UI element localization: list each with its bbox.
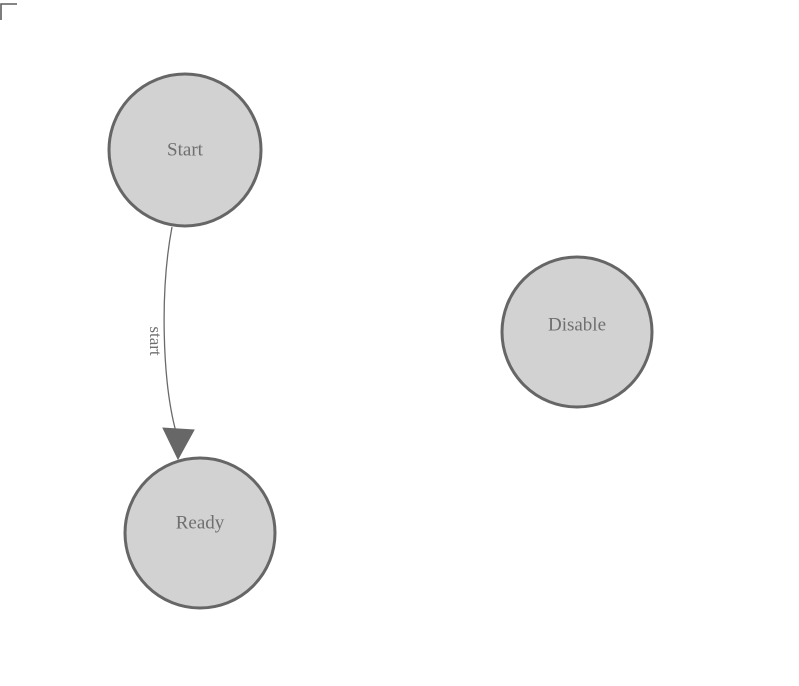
node-start[interactable]: Start xyxy=(107,72,263,228)
edge-line xyxy=(163,226,177,433)
arrowhead-icon xyxy=(162,427,195,461)
node-start-label: Start xyxy=(167,139,204,160)
node-disable-circle xyxy=(500,255,654,409)
crop-mark-icon xyxy=(0,3,17,20)
node-disable[interactable]: Disable xyxy=(500,255,654,409)
node-disable-label: Disable xyxy=(548,314,606,335)
edge-label-start: start xyxy=(146,326,165,356)
node-ready-label: Ready xyxy=(176,512,225,533)
edge-start-to-ready[interactable]: start xyxy=(146,226,195,461)
node-ready-circle xyxy=(123,456,277,610)
node-ready[interactable]: Ready xyxy=(123,456,277,610)
node-start-circle xyxy=(107,72,263,228)
